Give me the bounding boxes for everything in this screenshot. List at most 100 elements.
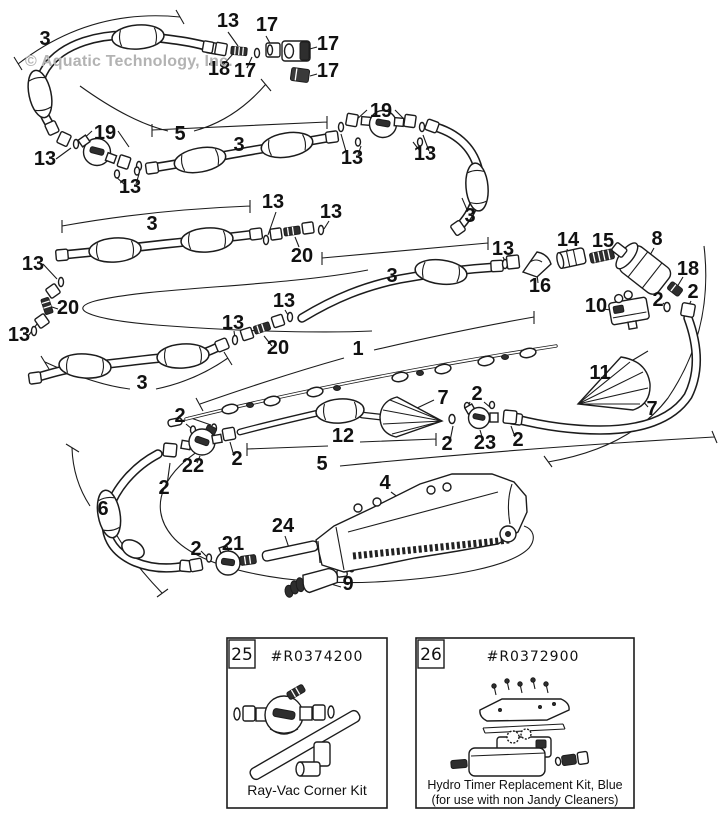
callout-20: 20: [57, 297, 79, 319]
fitting-17-flanged: [265, 42, 281, 58]
callout-2: 2: [231, 448, 242, 470]
part-16-nozzle: [521, 251, 552, 278]
callout-2: 2: [174, 405, 185, 427]
callout-3: 3: [386, 265, 397, 287]
callout-17: 17: [317, 33, 339, 55]
callout-13: 13: [119, 176, 141, 198]
callout-18: 18: [208, 58, 230, 80]
hydro-timer-kit-drawing: [450, 677, 590, 777]
callout-18: 18: [677, 258, 699, 280]
callout-5: 5: [316, 453, 327, 475]
callout-21: 21: [222, 533, 244, 555]
callout-13: 13: [273, 290, 295, 312]
timer-housing: [450, 747, 546, 777]
inset-box-26: 26 #R0372900: [415, 637, 635, 809]
callout-9: 9: [342, 573, 353, 595]
callout-17: 17: [317, 60, 339, 82]
hose-12-assembly: [379, 396, 518, 438]
top-fitting-group: [201, 40, 311, 83]
o-ring-2: [448, 413, 456, 425]
callout-8: 8: [651, 228, 662, 250]
part-8-canister: [611, 242, 672, 295]
connector-20-bottom: [231, 311, 294, 346]
valve-19-right: [337, 109, 426, 147]
fitting-17-large: [281, 40, 311, 62]
inset-box-number: 26: [420, 645, 442, 665]
nut-2: [680, 302, 696, 318]
cone-7-left: [379, 396, 444, 438]
dimension-lines: [13, 9, 718, 598]
callout-3: 3: [39, 28, 50, 50]
valve-23: [463, 400, 499, 430]
callout-2: 2: [158, 477, 169, 499]
callout-2: 2: [190, 538, 201, 560]
callout-13: 13: [222, 312, 244, 334]
callout-13: 13: [492, 238, 514, 260]
part-10-hydro-timer: [608, 290, 650, 331]
part-4-cleaner-head: [315, 473, 528, 573]
connector-20-top: [262, 221, 325, 246]
callout-19: 19: [94, 122, 116, 144]
feed-hose-1: [184, 344, 558, 421]
callout-17: 17: [256, 14, 278, 36]
cone-7-right: [576, 356, 651, 411]
callout-23: 23: [474, 432, 496, 454]
callout-7: 7: [437, 387, 448, 409]
callout-16: 16: [529, 275, 551, 297]
callout-20: 20: [291, 245, 313, 267]
inset-box-number: 25: [231, 645, 253, 665]
part-14-coupler: [556, 247, 587, 270]
callout-3: 3: [136, 372, 147, 394]
callout-1: 1: [352, 338, 363, 360]
callout-13: 13: [8, 324, 30, 346]
corner-kit-elbow: [295, 741, 331, 777]
o-ring-2: [663, 301, 671, 313]
callout-7: 7: [646, 398, 657, 420]
callout-17: 17: [234, 60, 256, 82]
callout-2: 2: [687, 281, 698, 303]
inset-caption: Ray-Vac Corner Kit: [247, 782, 367, 798]
callout-13: 13: [22, 253, 44, 275]
callout-6: 6: [97, 498, 108, 520]
callout-11: 11: [589, 362, 610, 384]
inset-caption: Hydro Timer Replacement Kit, Blue: [427, 778, 622, 792]
inset-box-25: 25 #R0374200 Ray-Vac Corner Ki: [226, 637, 388, 809]
callout-15: 15: [592, 230, 614, 252]
feed-hose-spindles: [167, 347, 537, 428]
callout-13: 13: [217, 10, 239, 32]
hose-slack-loops: [82, 269, 534, 584]
callout-2: 2: [441, 433, 452, 455]
inset-part-number: #R0374200: [271, 649, 364, 665]
callout-4: 4: [379, 472, 391, 494]
callout-13: 13: [414, 143, 436, 165]
callout-5: 5: [174, 123, 185, 145]
hose-floats: [27, 24, 489, 559]
valve-19-left: [56, 131, 143, 179]
watermark: © Aquatic Technology, Inc.: [25, 53, 233, 70]
callout-19: 19: [370, 100, 392, 122]
callout-14: 14: [557, 229, 580, 251]
connector-20-left: [30, 276, 65, 337]
callout-12: 12: [332, 425, 354, 447]
screws: [491, 677, 549, 696]
callout-2: 2: [471, 383, 482, 405]
callout-2: 2: [652, 289, 663, 311]
callout-24: 24: [272, 515, 295, 537]
callout-10: 10: [585, 295, 607, 317]
tube-24: [261, 540, 319, 562]
callout-13: 13: [34, 148, 56, 170]
corner-kit-valve: [233, 684, 335, 735]
fitting-18-small: [667, 281, 683, 297]
corner-kit-drawing: [233, 684, 361, 781]
inset-part-number: #R0372900: [487, 649, 580, 665]
callout-13: 13: [262, 191, 284, 213]
nut-2: [502, 409, 518, 425]
fitting-17-small: [289, 67, 311, 83]
right-fitting-assembly: [501, 242, 696, 331]
part-15-ribbed: [589, 248, 615, 264]
barb-fitting-18: [230, 45, 248, 57]
callout-2: 2: [512, 429, 523, 451]
